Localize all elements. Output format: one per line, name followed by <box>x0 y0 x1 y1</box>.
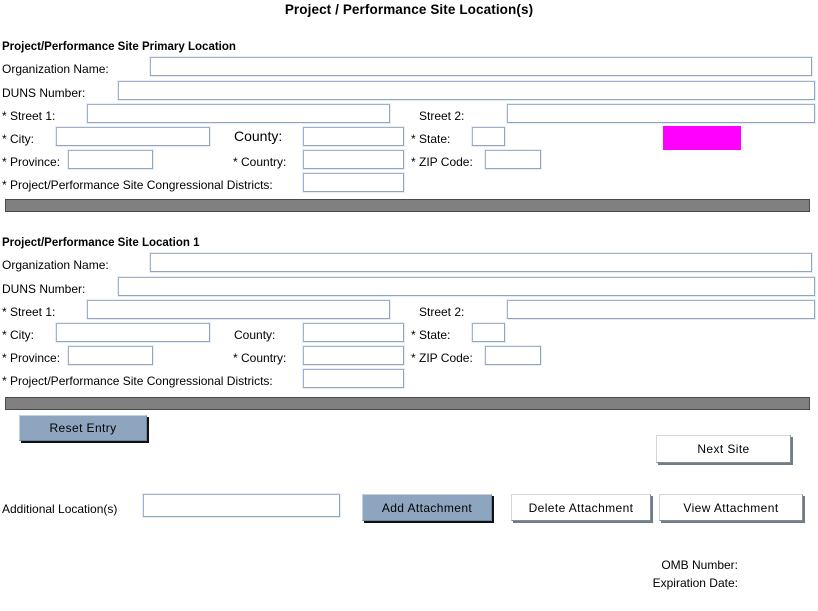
add-attachment-button[interactable]: Add Attachment <box>362 494 492 521</box>
omb-number-label: OMB Number: <box>661 558 738 572</box>
label-state-primary: * State: <box>411 132 451 146</box>
label-city-location1: * City: <box>2 328 35 342</box>
input-country-location1[interactable] <box>303 346 404 365</box>
label-zip-code-primary: * ZIP Code: <box>411 155 473 169</box>
input-zip-code-location1[interactable] <box>485 346 541 365</box>
section-separator-2 <box>5 397 810 410</box>
section-heading-primary-location: Project/Performance Site Primary Locatio… <box>2 41 236 53</box>
input-city-primary[interactable] <box>56 127 210 146</box>
state-highlight-block <box>663 126 741 150</box>
input-congressional-districts-location1[interactable] <box>303 369 404 388</box>
section-heading-location-1: Project/Performance Site Location 1 <box>2 237 200 249</box>
label-organization-name-location1: Organization Name: <box>2 258 109 272</box>
label-duns-number-location1: DUNS Number: <box>2 282 86 296</box>
label-congressional-districts-location1: * Project/Performance Site Congressional… <box>2 374 273 388</box>
input-street2-location1[interactable] <box>507 300 815 319</box>
input-city-location1[interactable] <box>56 323 210 342</box>
input-organization-name-location1[interactable] <box>150 253 812 272</box>
reset-entry-button[interactable]: Reset Entry <box>19 415 147 441</box>
label-zip-code-location1: * ZIP Code: <box>411 351 473 365</box>
next-site-button[interactable]: Next Site <box>656 435 791 463</box>
input-province-location1[interactable] <box>68 346 153 365</box>
label-state-location1: * State: <box>411 328 451 342</box>
input-street1-location1[interactable] <box>87 300 390 319</box>
view-attachment-button[interactable]: View Attachment <box>659 494 803 521</box>
section-separator-1 <box>5 199 810 212</box>
label-country-location1: * Country: <box>233 351 287 365</box>
label-county-primary: County: <box>234 128 283 144</box>
input-state-location1[interactable] <box>472 323 505 342</box>
label-additional-locations: Additional Location(s) <box>2 502 118 516</box>
label-street2-location1: Street 2: <box>419 305 465 319</box>
page-title: Project / Performance Site Location(s) <box>284 2 534 17</box>
input-congressional-districts-primary[interactable] <box>303 173 404 192</box>
input-state-primary[interactable] <box>472 127 505 146</box>
input-province-primary[interactable] <box>68 150 153 169</box>
label-street2-primary: Street 2: <box>419 109 465 123</box>
input-county-location1[interactable] <box>303 323 404 342</box>
label-county-location1: County: <box>234 328 276 342</box>
input-zip-code-primary[interactable] <box>485 150 541 169</box>
label-duns-number-primary: DUNS Number: <box>2 86 86 100</box>
label-province-primary: * Province: <box>2 155 61 169</box>
label-street1-location1: * Street 1: <box>2 305 56 319</box>
label-organization-name-primary: Organization Name: <box>2 62 109 76</box>
input-country-primary[interactable] <box>303 150 404 169</box>
label-city-primary: * City: <box>2 132 35 146</box>
delete-attachment-button[interactable]: Delete Attachment <box>511 494 651 521</box>
expiration-date-label: Expiration Date: <box>652 576 738 590</box>
input-county-primary[interactable] <box>303 127 404 146</box>
input-additional-locations[interactable] <box>143 494 340 517</box>
input-street1-primary[interactable] <box>87 104 390 123</box>
label-country-primary: * Country: <box>233 155 287 169</box>
label-street1-primary: * Street 1: <box>2 109 56 123</box>
input-street2-primary[interactable] <box>507 104 815 123</box>
label-province-location1: * Province: <box>2 351 61 365</box>
input-duns-number-primary[interactable] <box>118 81 815 100</box>
input-organization-name-primary[interactable] <box>150 57 812 76</box>
label-congressional-districts-primary: * Project/Performance Site Congressional… <box>2 178 273 192</box>
input-duns-number-location1[interactable] <box>118 277 815 296</box>
